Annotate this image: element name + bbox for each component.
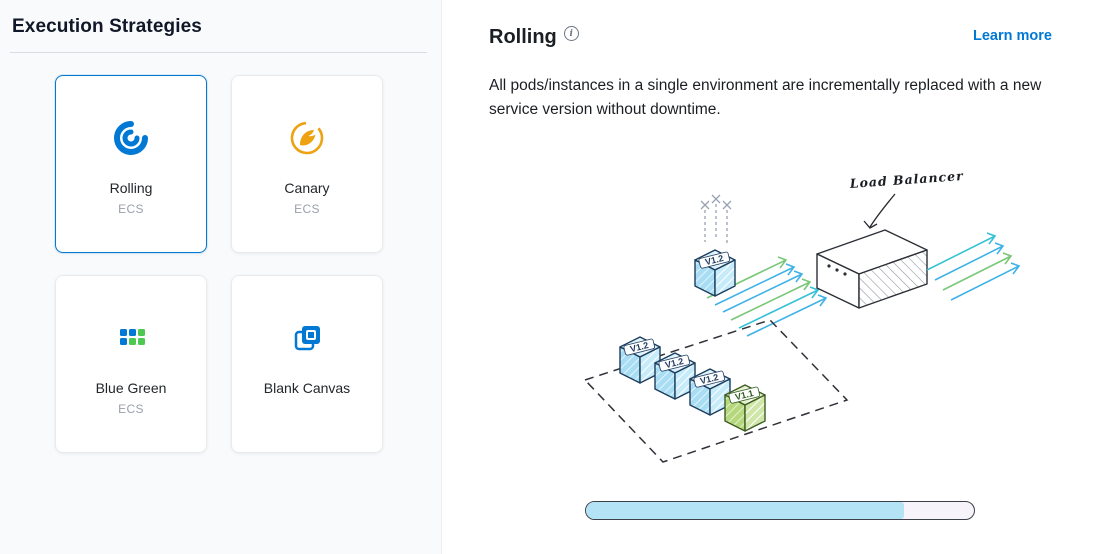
terminating-markers xyxy=(700,194,732,245)
strategy-label: Canary xyxy=(284,180,330,196)
progress-track xyxy=(585,501,975,521)
traffic-arrows-out xyxy=(926,232,1021,301)
canary-icon xyxy=(285,116,329,160)
pod-cube: V1.2 xyxy=(654,352,696,400)
strategy-label: Blue Green xyxy=(95,380,167,396)
blue-green-icon xyxy=(109,316,153,360)
pod-cube: V1.2 xyxy=(619,336,661,384)
strategy-card-blue-green[interactable]: Blue Green ECS xyxy=(55,275,207,453)
load-balancer-label: Load Balancer xyxy=(848,168,964,191)
strategy-card-blank-canvas[interactable]: Blank Canvas xyxy=(231,275,383,453)
panel-title: Execution Strategies xyxy=(12,16,202,37)
strategy-selector-panel: Execution Strategies Rolling ECS xyxy=(0,0,442,554)
strategy-detail-panel: Rolling i Learn more All pods/instances … xyxy=(442,0,1094,554)
pod-label: V1.2 xyxy=(704,253,724,267)
detail-title: Rolling xyxy=(489,26,557,48)
pod-label: V1.1 xyxy=(734,388,754,402)
strategy-sublabel: ECS xyxy=(118,202,144,216)
progress-fill xyxy=(586,502,905,520)
annotation-arrow xyxy=(863,193,896,229)
strategy-sublabel: ECS xyxy=(118,402,144,416)
pod-label: V1.2 xyxy=(699,372,719,386)
strategy-card-grid: Rolling ECS Canary ECS xyxy=(0,53,441,453)
incoming-pod-cube: V1.2 xyxy=(694,249,736,297)
strategy-label: Rolling xyxy=(109,180,153,196)
blank-canvas-icon xyxy=(285,316,329,360)
info-icon[interactable]: i xyxy=(563,26,579,41)
panel-divider xyxy=(10,52,427,53)
pod-cube: V1.2 xyxy=(689,368,731,416)
pod-label: V1.2 xyxy=(664,356,684,370)
environment-boundary xyxy=(583,319,849,463)
strategy-sublabel: ECS xyxy=(294,202,320,216)
pod-label: V1.2 xyxy=(629,340,649,354)
strategy-description: All pods/instances in a single environme… xyxy=(489,77,1042,119)
learn-more-link[interactable]: Learn more xyxy=(973,28,1052,44)
detail-header: Rolling i Learn more xyxy=(489,26,1052,48)
rolling-deployment-illustration: Load Balancer xyxy=(555,162,1052,477)
strategy-label: Blank Canvas xyxy=(263,380,351,396)
strategy-card-rolling[interactable]: Rolling ECS xyxy=(55,75,207,253)
rolling-icon xyxy=(109,116,153,160)
pod-cube-old-version: V1.1 xyxy=(724,384,766,432)
load-balancer-box xyxy=(816,229,928,309)
strategy-card-canary[interactable]: Canary ECS xyxy=(231,75,383,253)
